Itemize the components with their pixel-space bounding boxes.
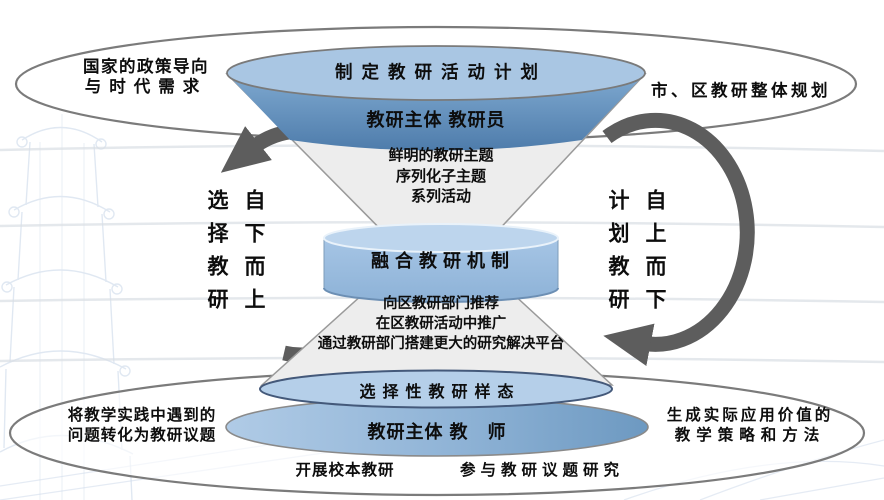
core-cylinder-bottom-rim <box>323 287 559 303</box>
core-mechanism-label: 融合教研机制 <box>371 251 515 271</box>
top-subject-label: 教研主体 教研员 <box>366 110 506 130</box>
top-left-note: 国家的政策导向 与时代需求 <box>83 57 209 97</box>
bottom-left-note-line2: 问题转化为教研议题 <box>67 427 217 444</box>
right-cycle-main: 计划教研 <box>606 189 629 321</box>
spread-line-3: 通过教研部门搭建更大的研究解决平台 <box>317 336 565 352</box>
right-cycle-direction: 自上而下 <box>643 189 666 321</box>
spread-lines: 向区教研部门推荐 在区教研活动中推广 通过教研部门搭建更大的研究解决平台 <box>318 294 565 354</box>
bottom-left-note: 将教学实践中遇到的 问题转化为教研议题 <box>68 406 217 446</box>
funnel-theme-lines: 鲜明的教研主题 序列化子主题 系列活动 <box>388 146 493 208</box>
right-cycle-label: 计划教研 自上而下 <box>602 189 669 321</box>
bottom-right-note: 生成实际应用价值的 教学策略和方法 <box>667 406 834 446</box>
funnel-top-ellipse <box>226 45 646 101</box>
bottom-left-note-line1: 将教学实践中遇到的 <box>67 407 217 424</box>
left-cycle-label: 选择教研 自下而上 <box>201 189 268 321</box>
mode-ellipse <box>259 369 613 409</box>
top-left-note-line1: 国家的政策导向 <box>83 58 209 76</box>
mode-banner-label: 选择性教研样态 <box>359 384 521 401</box>
bottom-right-note-line1: 生成实际应用价值的 <box>666 407 834 424</box>
bottom-right-note-line2: 教学策略和方法 <box>674 427 826 444</box>
top-right-note: 市、区教研整体规划 <box>651 82 831 100</box>
theme-line-1: 鲜明的教研主题 <box>388 147 494 164</box>
spread-line-2: 在区教研活动中推广 <box>375 316 507 332</box>
top-left-note-line2: 与时代需求 <box>84 78 208 96</box>
core-cylinder-top <box>323 223 559 253</box>
cycle-arrow-right <box>602 112 755 367</box>
action-right-label: 参与教研议题研究 <box>459 462 625 479</box>
bottom-subject-label: 教研主体 教 师 <box>367 422 507 442</box>
plan-banner-label: 制定教研活动计划 <box>335 62 547 82</box>
action-left-label: 开展校本教研 <box>295 462 395 479</box>
spread-line-1: 向区教研部门推荐 <box>383 296 499 312</box>
left-cycle-direction: 自下而上 <box>242 189 265 321</box>
funnel-subject-band <box>227 74 645 151</box>
left-cycle-main: 选择教研 <box>205 189 228 321</box>
theme-line-3: 系列活动 <box>410 188 472 205</box>
theme-line-2: 序列化子主题 <box>395 167 487 185</box>
